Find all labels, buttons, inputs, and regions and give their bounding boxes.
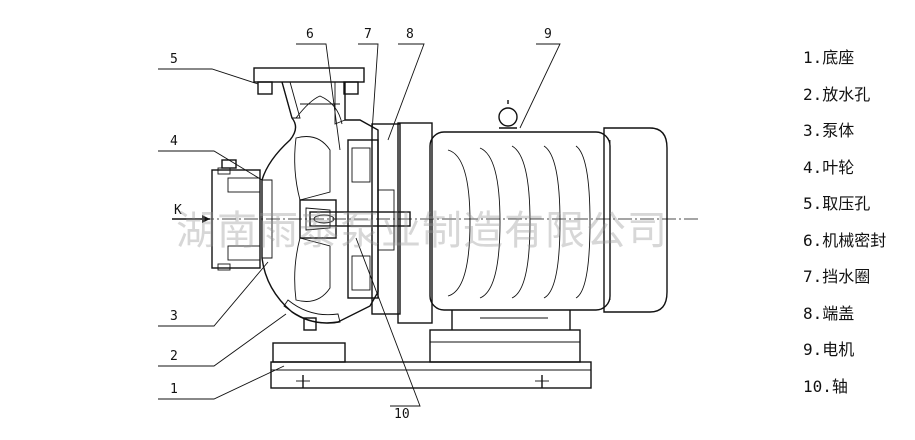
callout-2: 2 — [170, 349, 178, 364]
inlet-direction-arrow: K — [172, 203, 210, 223]
callout-6: 6 — [306, 27, 314, 42]
base-bolt-right — [535, 375, 549, 388]
callout-4: 4 — [170, 134, 178, 149]
legend-item-pump-body: 3.泵体 — [803, 121, 855, 140]
motor-fins — [447, 145, 591, 299]
callout-7: 7 — [364, 27, 372, 42]
motor — [397, 100, 668, 330]
callout-3: 3 — [170, 309, 178, 324]
pump-cross-section-diagram: K 5 4 3 2 1 6 7 8 9 10 — [158, 27, 700, 422]
legend-item-base: 1.底座 — [803, 48, 855, 67]
callout-1: 1 — [170, 382, 178, 397]
legend-item-impeller: 4.叶轮 — [803, 157, 855, 177]
base-bolt-left — [296, 375, 310, 388]
legend-item-pressure-hole: 5.取压孔 — [803, 194, 871, 213]
callout-10: 10 — [394, 407, 410, 422]
legend-item-mechanical-seal: 6.机械密封 — [803, 230, 887, 250]
company-watermark: 湖南雨泰泵业制造有限公司 — [176, 208, 668, 254]
callout-8: 8 — [406, 27, 414, 42]
base-frame — [270, 329, 592, 389]
shaft — [200, 211, 700, 227]
lifting-eye — [498, 100, 518, 129]
legend-item-water-ring: 7.挡水圈 — [803, 267, 871, 286]
legend-item-drain-hole: 2.放水孔 — [803, 84, 871, 104]
legend-item-shaft: 10.轴 — [803, 376, 848, 396]
parts-legend: 1.底座 2.放水孔 3.泵体 4.叶轮 5.取压孔 6.机械密封 7.挡水圈 … — [803, 40, 913, 405]
axis-label-k: K — [174, 203, 182, 218]
drain-plug — [303, 317, 317, 331]
legend-item-end-cover: 8.端盖 — [803, 303, 855, 323]
callout-leaders — [158, 43, 561, 407]
callout-numbers: 5 4 3 2 1 6 7 8 9 10 — [170, 27, 552, 422]
legend-item-motor: 9.电机 — [803, 340, 855, 359]
callout-5: 5 — [170, 52, 178, 67]
pressure-tap — [221, 159, 237, 169]
pump-body — [211, 67, 401, 331]
callout-9: 9 — [544, 27, 552, 42]
